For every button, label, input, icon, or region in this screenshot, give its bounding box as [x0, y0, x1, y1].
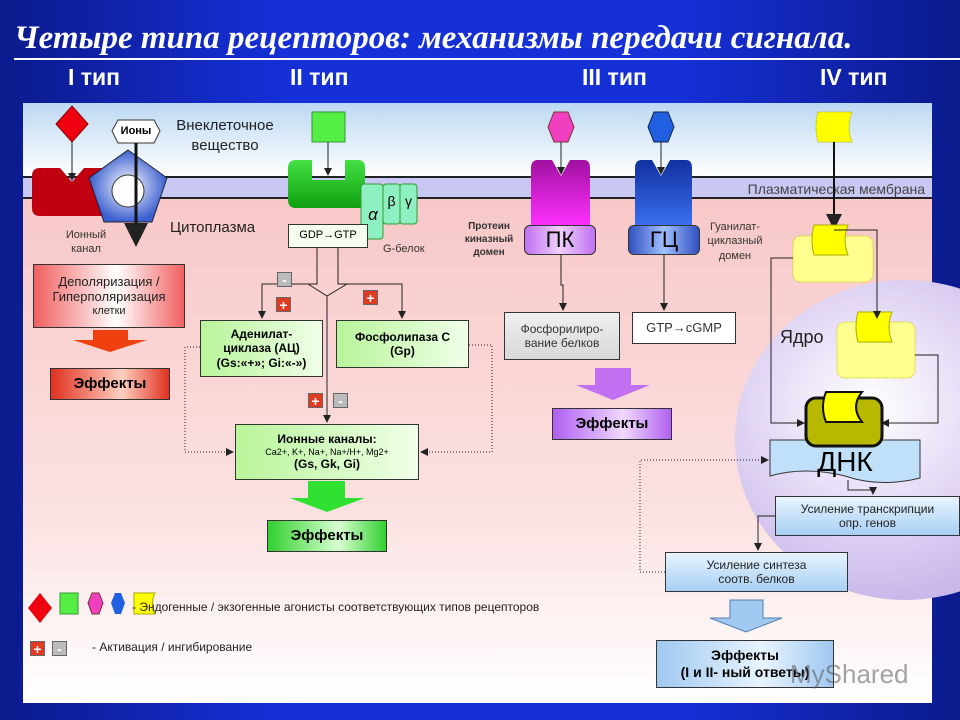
watermark: MyShared	[790, 659, 909, 689]
ions-label: Ионы	[120, 125, 152, 137]
membrane-label: Плазматическая мембрана	[747, 181, 925, 197]
adenylate-line-3: (Gs:«+»; Gi:«-»)	[216, 355, 307, 370]
legend-plus: +	[30, 641, 45, 656]
ion-channels-box: Ионные каналы:Ca2+, K+, Na+, Na+/H+, Mg2…	[235, 424, 419, 480]
depolarization-line-1: Деполяризация /	[58, 273, 160, 289]
minus-sign: -	[333, 393, 348, 408]
legend-diamond	[28, 593, 52, 623]
transcription-line-1: Усиление транскрипции	[800, 501, 935, 516]
ion-channels-title: Ионные каналы:	[277, 432, 377, 447]
ligand-yellow	[815, 111, 853, 143]
g-protein-receptor	[288, 160, 365, 208]
legend-yellow	[133, 592, 156, 615]
arrow-type3	[576, 368, 650, 400]
gdp-gtp-box: GDP→GTP	[288, 224, 368, 248]
arrow-type1	[73, 330, 147, 352]
effects-type4-line-2: (I и II- ный ответы)	[680, 664, 810, 680]
legend-hex-blue	[111, 593, 125, 614]
legend-minus: -	[52, 641, 67, 656]
minus-sign: -	[277, 272, 292, 287]
adenylate-line-2: циклаза (АЦ)	[223, 341, 300, 356]
gtp-cgmp-box: GTP→cGMP	[632, 312, 736, 344]
protein-kinase-domain: ПК	[524, 225, 596, 255]
beta-subunit: β	[387, 193, 396, 209]
effects-type4: Эффекты(I и II- ный ответы)	[656, 640, 834, 688]
synthesis-line-2: соотв. белков	[718, 572, 795, 586]
legend-hex-magenta	[87, 592, 104, 615]
effects-type2: Эффекты	[267, 520, 387, 552]
dna-box	[769, 439, 921, 484]
legend-agonists-text: - Эндогенные / экзогенные агонисты соотв…	[132, 600, 540, 614]
dna-label: ДНК	[817, 446, 873, 477]
type-3-heading: III тип	[582, 64, 647, 90]
plus-sign: +	[276, 297, 291, 312]
cytoplasm-label: Цитоплазма	[170, 219, 256, 236]
effects-type3: Эффекты	[552, 408, 672, 440]
protein-kinase-label: Протеин киназный домен	[464, 221, 514, 258]
adenylate-cyclase-box: Аденилат-циклаза (АЦ)(Gs:«+»; Gi:«-»)	[200, 320, 323, 377]
ligand-square-green	[311, 111, 346, 143]
legend-activation-text: - Активация / ингибирование	[92, 640, 253, 654]
legend-square	[59, 592, 79, 615]
pk-receptor	[531, 160, 590, 226]
plus-sign: +	[363, 290, 378, 305]
ion-channel-label: Ионный канал	[65, 229, 107, 256]
phospholipase-line-1: Фосфолипаза С	[354, 329, 450, 344]
type-2-heading: II тип	[290, 64, 349, 90]
guanylate-label: Гуанилат-циклазный домен	[707, 221, 763, 262]
alpha-subunit: α	[368, 205, 378, 224]
type-4-heading: IV тип	[820, 64, 888, 90]
effects-type1: Эффекты	[50, 368, 170, 400]
ligand-hexagon-magenta	[547, 111, 575, 143]
ion-channels-g: (Gs, Gk, Gi)	[293, 457, 360, 472]
arrow-type2	[290, 481, 365, 512]
type-1-heading: I тип	[68, 64, 121, 90]
transcription-line-2: опр. генов	[839, 516, 896, 530]
guanylate-cyclase-domain: ГЦ	[628, 225, 700, 255]
depolarization-line-2: Гиперполяризация	[52, 289, 166, 305]
plasma-membrane	[23, 176, 932, 199]
ligand-hexagon-blue	[647, 111, 675, 143]
gc-receptor	[635, 160, 692, 226]
effects-type4-line-1: Эффекты	[711, 647, 779, 664]
phospholipase-line-2: (Gp)	[390, 344, 415, 358]
adenylate-line-1: Аденилат-	[230, 326, 293, 341]
extracellular-label: Внеклеточное вещество	[176, 117, 274, 154]
phospholipase-c-box: Фосфолипаза С(Gp)	[336, 320, 469, 368]
synthesis-line-1: Усиление синтеза	[706, 557, 807, 572]
g-protein-label: G-белок	[383, 243, 425, 255]
ions-tag	[111, 119, 161, 144]
phosphorylation-box: Фосфорилиро-вание белков	[504, 312, 620, 360]
arrow-type4	[709, 599, 783, 633]
slide-title: Четыре типа рецепторов: механизмы переда…	[14, 20, 853, 56]
phosphorylation-line-1: Фосфорилиро-	[520, 321, 604, 336]
extracellular-space	[23, 103, 932, 176]
depolarization-line-3: клетки	[92, 305, 126, 317]
title-underline	[14, 58, 960, 60]
ion-channels-list: Ca2+, K+, Na+, Na+/H+, Mg2+	[265, 446, 389, 457]
ligand-diamond-red	[55, 105, 89, 143]
ion-channel-receptor	[32, 168, 105, 216]
gamma-subunit: γ	[405, 193, 412, 209]
nucleus-label: Ядро	[780, 327, 824, 347]
phosphorylation-line-2: вание белков	[524, 336, 600, 350]
plus-sign: +	[308, 393, 323, 408]
